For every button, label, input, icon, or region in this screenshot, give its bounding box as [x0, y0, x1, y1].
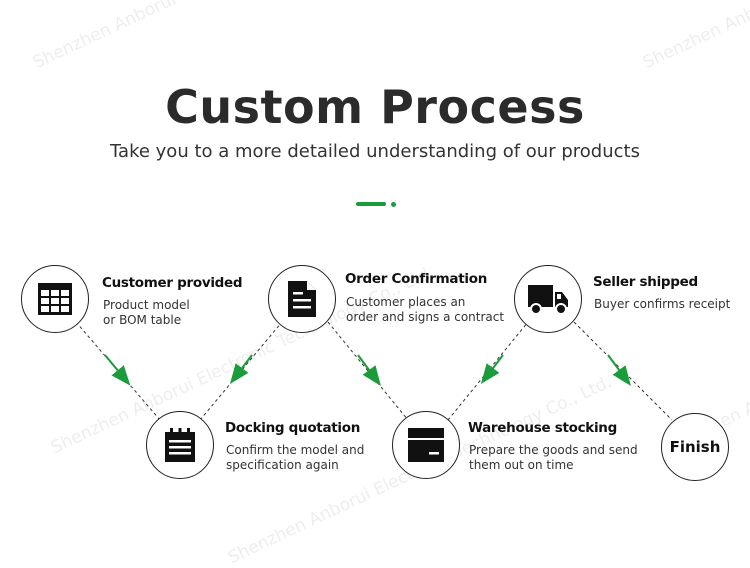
connector-line	[327, 321, 409, 421]
step-node-warehouse-stocking	[392, 411, 460, 479]
step-description: Buyer confirms receipt	[594, 297, 731, 311]
step-node-customer-provided	[21, 265, 89, 333]
step-title: Customer provided	[102, 275, 243, 291]
step-title: Order Confirmation	[345, 271, 488, 287]
finish-label: Finish	[669, 438, 721, 456]
step-node-order-confirmation	[268, 265, 336, 333]
step-title: Warehouse stocking	[468, 420, 617, 436]
arrow-green	[357, 354, 381, 387]
connector-line	[447, 321, 529, 421]
notepad-icon	[165, 428, 195, 462]
page-title: Custom Process	[165, 80, 585, 134]
connector-line	[573, 321, 673, 421]
truck-icon	[528, 285, 568, 315]
document-icon	[288, 281, 316, 317]
divider-bar	[356, 202, 386, 206]
step-title: Seller shipped	[593, 274, 698, 290]
page-subtitle: Take you to a more detailed understandin…	[110, 141, 640, 162]
step-node-seller-shipped	[514, 265, 582, 333]
step-node-finish: Finish	[661, 413, 729, 481]
arrow-green	[607, 354, 631, 387]
box-icon	[408, 428, 444, 462]
arrow-green	[104, 354, 131, 386]
process-connectors	[75, 321, 673, 421]
divider-dot	[391, 202, 396, 207]
table-icon	[38, 283, 72, 315]
arrow-green	[229, 354, 253, 384]
step-title: Docking quotation	[225, 420, 361, 436]
step-node-docking-quotation	[146, 411, 214, 479]
arrow-green	[480, 354, 504, 384]
